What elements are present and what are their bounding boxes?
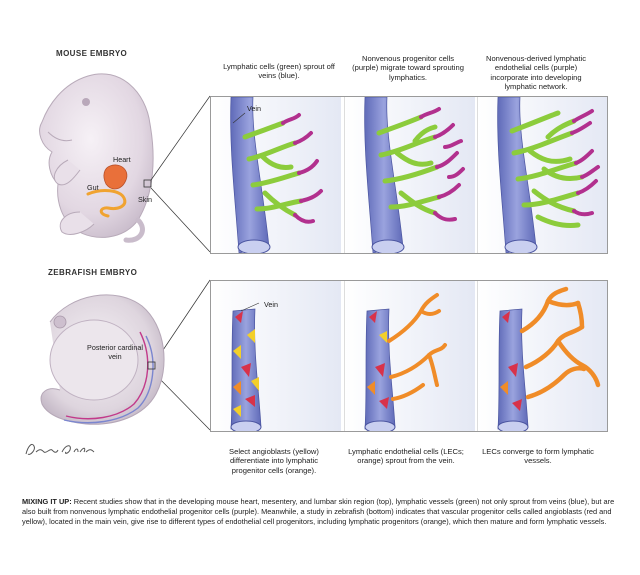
zebrafish-panel-3 — [477, 281, 607, 431]
zebrafish-embryo-illustration — [40, 294, 165, 425]
mouse-vein-label: Vein — [247, 104, 261, 113]
skin-label: Skin — [138, 195, 152, 204]
artist-signature — [25, 443, 95, 455]
zebrafish-panels — [210, 280, 608, 432]
mouse-panel-3 — [477, 97, 607, 253]
zebrafish-caption-1: Select angioblasts (yellow) differentiat… — [229, 447, 319, 475]
mouse-caption-1: Lymphatic cells (green) sprout off veins… — [223, 62, 335, 81]
zebrafish-panel-1 — [211, 281, 341, 431]
heart-label: Heart — [113, 155, 131, 164]
mouse-caption-3: Nonvenous-derived lymphatic endothelial … — [485, 54, 587, 92]
description-heading: MIXING IT UP: — [22, 497, 72, 506]
figure-description: MIXING IT UP: Recent studies show that i… — [22, 497, 622, 528]
zebrafish-embryo-title: ZEBRAFISH EMBRYO — [48, 268, 138, 277]
mouse-embryo-title: MOUSE EMBRYO — [56, 49, 128, 58]
mouse-caption-2: Nonvenous progenitor cells (purple) migr… — [352, 54, 464, 82]
mouse-panel-1 — [211, 97, 341, 253]
zebrafish-vein-label: Vein — [264, 300, 278, 309]
zebrafish-caption-2: Lymphatic endothelial cells (LECs; orang… — [348, 447, 464, 466]
gut-label: Gut — [87, 183, 99, 192]
mouse-panels — [210, 96, 608, 254]
description-text: Recent studies show that in the developi… — [22, 497, 615, 527]
zebrafish-panel-2 — [344, 281, 475, 431]
posterior-cardinal-vein-label: Posterior cardinal vein — [87, 343, 143, 361]
zebrafish-caption-3: LECs converge to form lymphatic vessels. — [482, 447, 594, 466]
mouse-panel-2 — [344, 97, 475, 253]
mouse-embryo-illustration — [39, 73, 154, 243]
